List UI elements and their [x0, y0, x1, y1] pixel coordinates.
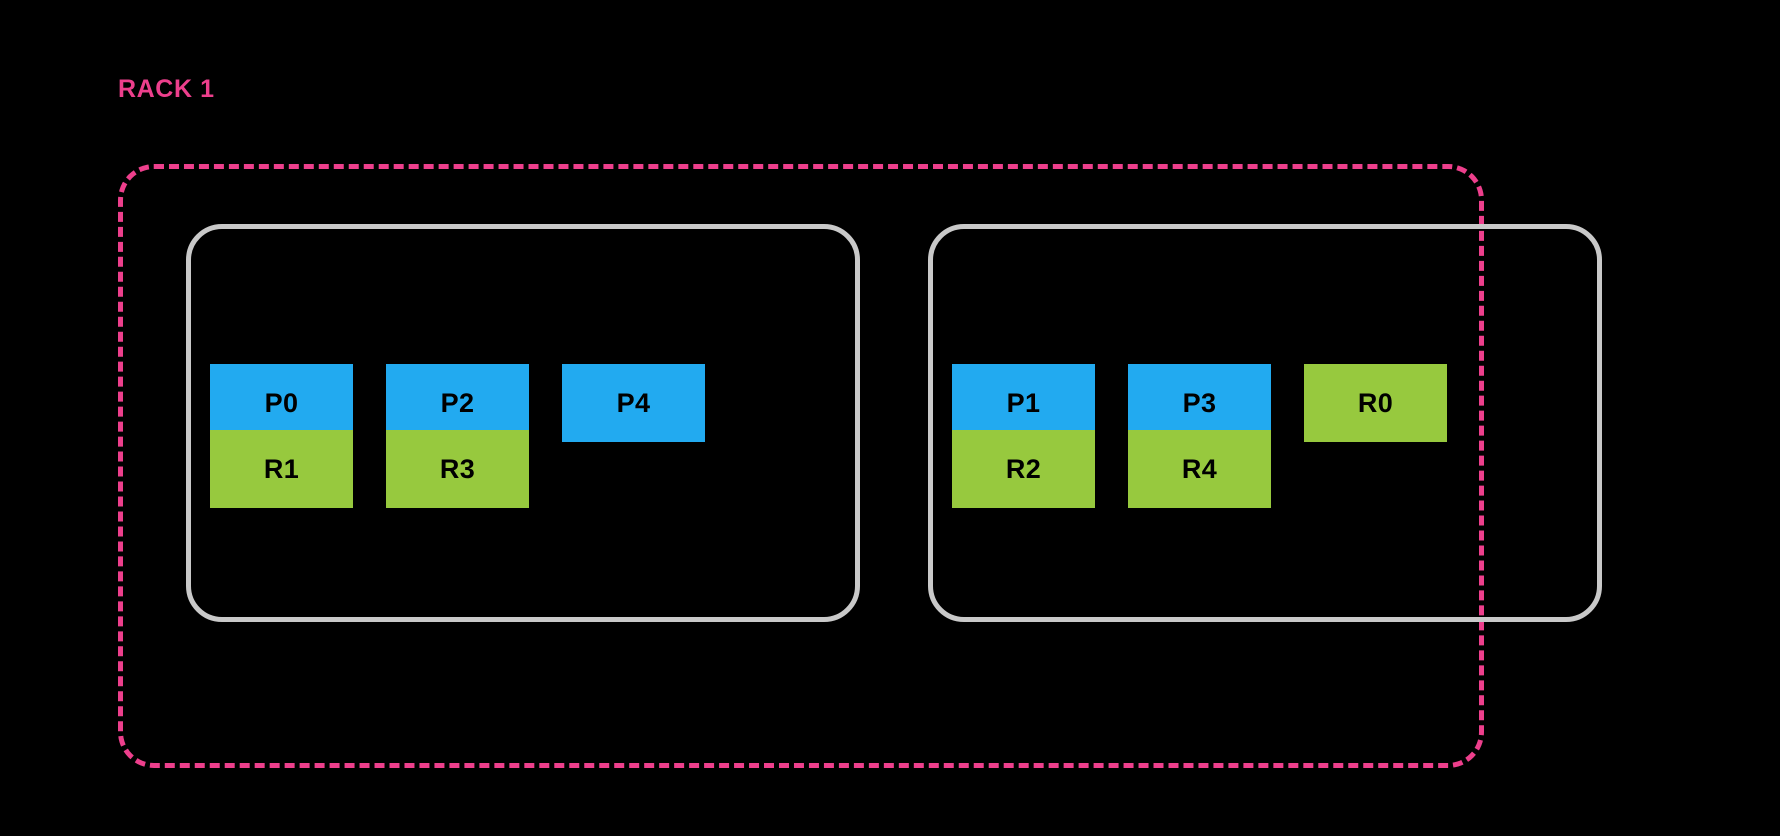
node-box-left: [186, 224, 860, 622]
shard-chip-r2: R2: [952, 430, 1095, 508]
node-box-right: [928, 224, 1602, 622]
shard-chip-p4: P4: [562, 364, 705, 442]
rack-boundary: [118, 164, 1484, 768]
shard-chip-r1: R1: [210, 430, 353, 508]
shard-chip-p3: P3: [1128, 364, 1271, 442]
shard-chip-r3: R3: [386, 430, 529, 508]
rack-label: RACK 1: [118, 75, 215, 103]
shard-chip-p1: P1: [952, 364, 1095, 442]
shard-chip-p0: P0: [210, 364, 353, 442]
shard-chip-r4: R4: [1128, 430, 1271, 508]
shard-chip-r0: R0: [1304, 364, 1447, 442]
shard-chip-p2: P2: [386, 364, 529, 442]
